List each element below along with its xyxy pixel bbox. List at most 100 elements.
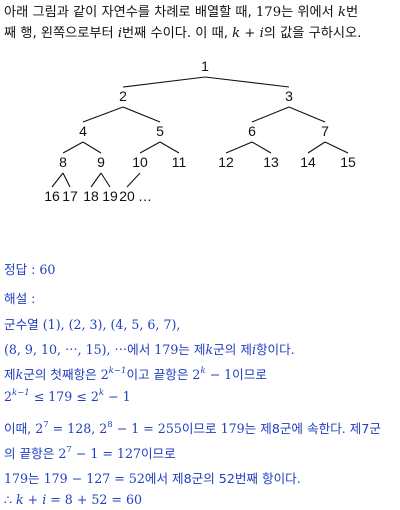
solution-text-part: (8, 9, 10, ⋯, 15), ⋯에서 (4, 342, 155, 357)
solution-text-part: 이고 끝항은 (126, 367, 193, 382)
power-base: 2 (192, 367, 201, 382)
question-text-part: 아래 그림과 같이 자연수를 차례로 배열할 때, (4, 5, 256, 20)
solution-line-1: 군수열 (1), (2, 3), (4, 5, 6, 7), (4, 317, 181, 332)
power-exponent: k (200, 365, 206, 376)
tree-node-21: … (138, 188, 152, 204)
power-base: 2 (100, 367, 109, 382)
power-base: 2 (99, 421, 108, 436)
tree-edge (51, 172, 64, 188)
solution-math-part: = 128, (48, 421, 100, 436)
question-line-2: 째 행, 왼쪽으로부터 i번째 수이다. 이 때, k + i의 값을 구하시오… (4, 23, 398, 44)
solution-math-part: − 1 (104, 389, 131, 404)
answer-line: 정답 : 60 (4, 259, 55, 278)
solution-line-7: 179는 179 − 127 = 52에서 제8군의 52번째 항이다. (4, 468, 301, 487)
solution-label: 해설 : (4, 291, 36, 306)
tree-edge (82, 106, 124, 123)
solution-text-part: 는 제 (178, 342, 206, 357)
solution-math-part: − 1 = 255 (112, 421, 182, 436)
power-exponent: k−1 (108, 365, 127, 376)
solution-text-part: 군의 첫째항은 (23, 367, 101, 382)
tree-edge (90, 172, 102, 188)
tree-edge (122, 106, 161, 123)
question-line-1: 아래 그림과 같이 자연수를 차례로 배열할 때, 179는 위에서 k번 (4, 2, 398, 23)
power-base: 2 (35, 421, 44, 436)
tree-node-4: 4 (79, 123, 87, 139)
tree-edge (251, 141, 272, 154)
tree-edge (324, 141, 349, 154)
tree-edge (225, 141, 253, 154)
solution-line-6: 의 끝항은 27 − 1 = 127이므로 (4, 443, 176, 462)
power-exponent: 8 (107, 419, 113, 430)
answer-value: 60 (39, 262, 56, 277)
solution-line-4: 2k−1 ≤ 179 ≤ 2k − 1 (4, 389, 131, 404)
solution-text-part: 제 (4, 367, 16, 382)
tree-edge (139, 141, 161, 154)
tree-node-17: 17 (62, 188, 78, 204)
variable-k: k (15, 367, 24, 382)
solution-line-2: (8, 9, 10, ⋯, 15), ⋯에서 179는 제k군의 제i항이다. (4, 339, 295, 358)
tree-edge (82, 141, 102, 154)
tree-node-10: 10 (132, 154, 148, 170)
solution-line-5: 이때, 27 = 128, 28 − 1 = 255이므로 179는 제8군에 … (4, 418, 381, 437)
variable-k: k (205, 342, 214, 357)
tree-node-11: 11 (172, 154, 187, 170)
power-base: 2 (58, 446, 67, 461)
solution-math-part: 179 − 127 = 52 (43, 471, 145, 486)
solution-text-part: 항이다. (255, 342, 295, 357)
question-text-part: 번째 수이다. 이 때, (122, 26, 233, 41)
tree-node-7: 7 (321, 123, 329, 139)
tree-edge (122, 76, 206, 88)
power-exponent: k (98, 387, 105, 398)
tree-node-1: 1 (201, 58, 209, 74)
question-text: 아래 그림과 같이 자연수를 차례로 배열할 때, 179는 위에서 k번 째 … (4, 2, 398, 44)
tree-node-2: 2 (119, 88, 127, 104)
solution-text-part: 이므로 (140, 446, 176, 461)
power-exponent: k−1 (12, 387, 30, 398)
question-text-part: 번 (346, 5, 359, 20)
solution-math-part: = 8 + 52 = 60 (46, 492, 142, 507)
tree-node-12: 12 (218, 154, 234, 170)
therefore-symbol: ∴ (4, 492, 17, 507)
power-exponent: 7 (43, 419, 49, 430)
tree-edge (126, 172, 141, 188)
tree-node-20: 20 (119, 188, 135, 204)
solution-math-part: − 1 = 127 (71, 446, 141, 461)
tree-edge (62, 172, 71, 188)
tree-node-18: 18 (83, 188, 99, 204)
tree-node-9: 9 (97, 154, 105, 170)
solution-text-part: 이므로 (232, 367, 267, 382)
solution-line-8: ∴ k + i = 8 + 52 = 60 (4, 492, 142, 507)
tree-edge (204, 76, 290, 88)
tree-node-16: 16 (44, 188, 60, 204)
tree-edge (159, 141, 180, 154)
tree-edge (251, 106, 290, 123)
expression-k-plus-i: k + i (16, 492, 47, 507)
tree-edge (100, 172, 111, 188)
tree-node-5: 5 (156, 123, 164, 139)
solution-number: 179 (4, 471, 29, 486)
answer-label: 정답 : (4, 262, 40, 277)
tree-node-19: 19 (102, 188, 118, 204)
variable-i: i (251, 342, 256, 357)
tree-node-6: 6 (248, 123, 256, 139)
power-exponent: 7 (66, 444, 72, 455)
question-text-part: 째 행, 왼쪽으로부터 (4, 26, 118, 41)
question-text-part: 의 값을 구하시오. (263, 26, 362, 41)
tree-node-13: 13 (263, 154, 279, 170)
solution-text-part: 에서 제8군의 52번째 항이다. (144, 471, 301, 486)
solution-math-part: ≤ 179 ≤ (29, 389, 91, 404)
variable-k: k (338, 5, 347, 20)
tree-node-15: 15 (340, 154, 356, 170)
tree-node-8: 8 (59, 154, 67, 170)
solution-text-part: 는 (28, 471, 44, 486)
power-base: 2 (4, 389, 13, 404)
solution-line-3: 제k군의 첫째항은 2k−1이고 끝항은 2k − 1이므로 (4, 364, 267, 383)
tree-node-3: 3 (285, 88, 293, 104)
solution-text-part: 군의 제 (213, 342, 252, 357)
solution-number: 179 (220, 421, 245, 436)
solution-math-part: − 1 (205, 367, 233, 382)
variable-i: i (117, 26, 123, 41)
solution-text-part: 이때, (4, 421, 36, 436)
tree-edge (307, 141, 326, 154)
